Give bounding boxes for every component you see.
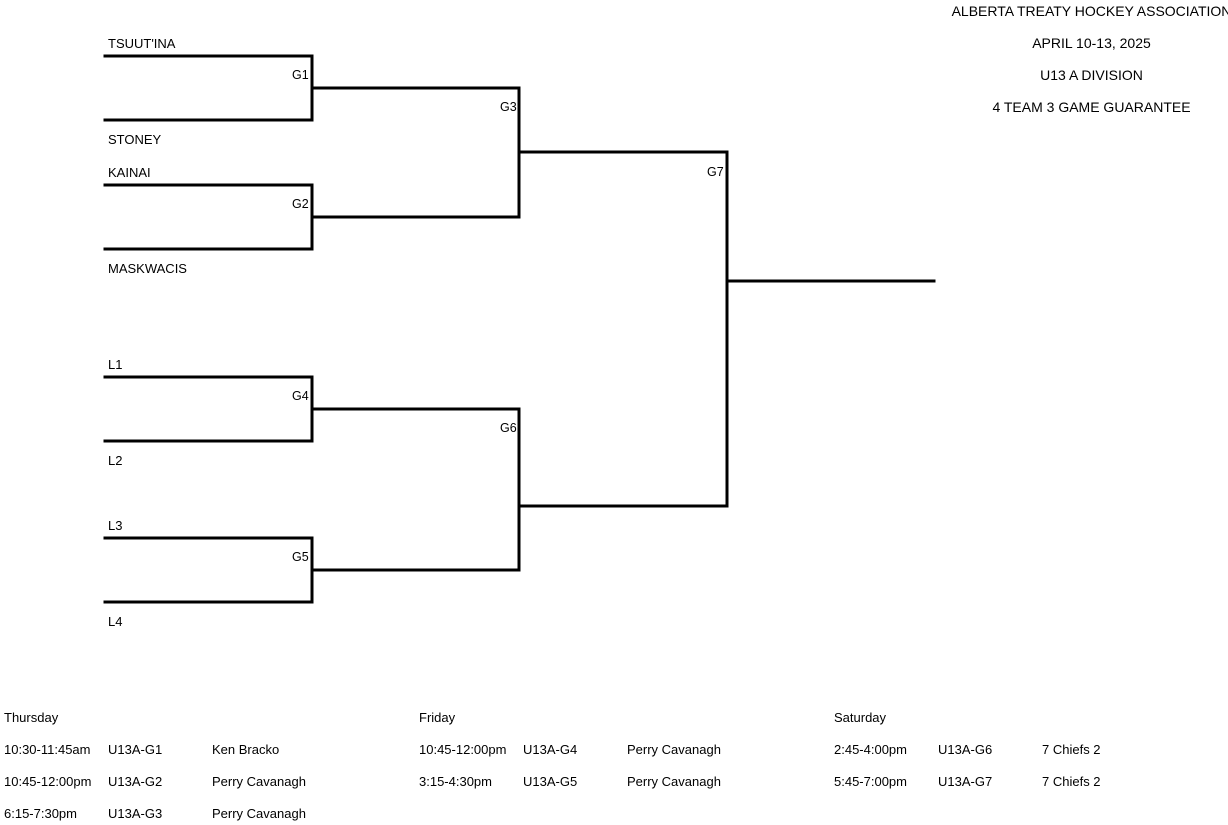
schedule-time: 10:45-12:00pm <box>4 774 92 789</box>
team-label: L3 <box>108 518 123 533</box>
day-heading: Friday <box>419 710 456 725</box>
team-label: KAINAI <box>108 165 151 180</box>
schedule-time: 2:45-4:00pm <box>834 742 907 757</box>
division-title: U13 A DIVISION <box>1040 67 1143 83</box>
schedule-game: U13A-G1 <box>108 742 163 757</box>
schedule-venue: Perry Cavanagh <box>627 742 721 757</box>
game-label: G2 <box>292 197 309 211</box>
team-label: MASKWACIS <box>108 261 187 276</box>
bracket-g7-lines <box>725 150 936 508</box>
schedule-venue: Perry Cavanagh <box>212 774 306 789</box>
day-heading: Thursday <box>4 710 59 725</box>
schedule-venue: Perry Cavanagh <box>212 806 306 821</box>
bracket-g1-lines <box>103 54 521 122</box>
schedule-time: 10:30-11:45am <box>4 742 91 757</box>
schedule-game: U13A-G4 <box>523 742 578 757</box>
bracket-g4-lines <box>103 375 521 443</box>
schedule-game: U13A-G6 <box>938 742 993 757</box>
schedule-venue: Ken Bracko <box>212 742 280 757</box>
schedule-game: U13A-G2 <box>108 774 163 789</box>
event-dates: APRIL 10-13, 2025 <box>1032 35 1151 51</box>
bracket-g6-lines <box>517 407 729 572</box>
schedule-venue: Perry Cavanagh <box>627 774 721 789</box>
schedule-time: 10:45-12:00pm <box>419 742 507 757</box>
game-label: G6 <box>500 421 517 435</box>
schedule-venue: 7 Chiefs 2 <box>1042 774 1101 789</box>
day-heading: Saturday <box>834 710 887 725</box>
schedule-time: 3:15-4:30pm <box>419 774 492 789</box>
schedule-game: U13A-G3 <box>108 806 163 821</box>
bracket-g2-lines <box>103 183 521 251</box>
schedule-game: U13A-G5 <box>523 774 578 789</box>
game-label: G3 <box>500 100 517 114</box>
schedule-time: 5:45-7:00pm <box>834 774 907 789</box>
game-label: G1 <box>292 68 309 82</box>
association-title: ALBERTA TREATY HOCKEY ASSOCIATION <box>951 3 1228 19</box>
team-label: L2 <box>108 453 123 468</box>
team-label: STONEY <box>108 132 162 147</box>
format-title: 4 TEAM 3 GAME GUARANTEE <box>992 99 1191 115</box>
game-label: G4 <box>292 389 309 403</box>
bracket-g5-lines <box>103 536 521 604</box>
game-label: G7 <box>707 165 724 179</box>
schedule-time: 6:15-7:30pm <box>4 806 77 821</box>
bracket-g3-lines <box>517 86 729 219</box>
schedule-venue: 7 Chiefs 2 <box>1042 742 1101 757</box>
team-label: L4 <box>108 614 123 629</box>
game-label: G5 <box>292 550 309 564</box>
team-label: L1 <box>108 357 123 372</box>
schedule-game: U13A-G7 <box>938 774 993 789</box>
team-label: TSUUT'INA <box>108 36 176 51</box>
